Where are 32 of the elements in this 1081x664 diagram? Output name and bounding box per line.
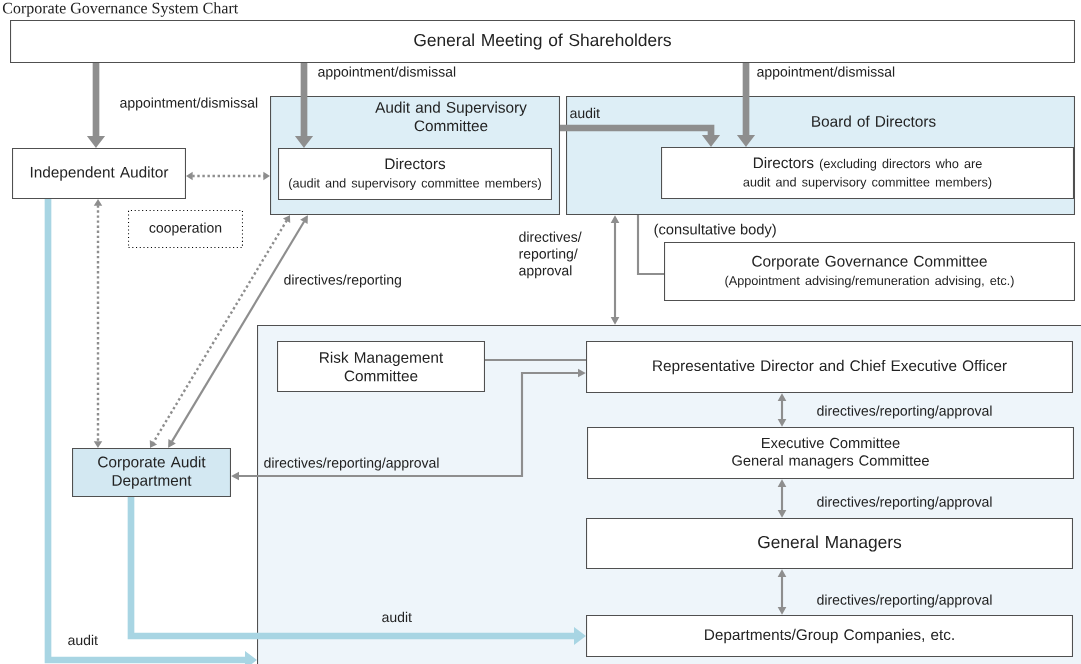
committee-box: Executive Committee General managers Committee (587, 427, 1074, 479)
edge-label: audit (570, 107, 600, 119)
edge-label: directives/reporting/approval (817, 405, 992, 419)
committee-box: Risk Management Committee (277, 341, 485, 392)
directors-box: Directors (excluding directors who are audit and supervisory committee members) (661, 147, 1074, 199)
managers-box: General Managers (586, 518, 1073, 569)
arrow (149, 215, 291, 448)
meeting-box: General Meeting of Shareholders (10, 20, 1075, 63)
edge-label: directives/reporting (284, 274, 401, 288)
cooperation-note: cooperation (128, 210, 243, 248)
chart-title: Corporate Governance System Chart (2, 2, 239, 17)
edge-label: audit (68, 634, 98, 646)
committee-box: Corporate Governance Committee (Appointment advising/remuneration advising, etc.) (664, 242, 1075, 301)
auditor-box: Independent Auditor (12, 148, 186, 199)
connector-line (636, 215, 664, 276)
edge-label: directives/ reporting/ approval (519, 231, 582, 279)
directors-box: Directors (audit and supervisory committee members) (278, 148, 552, 200)
beside-note: (consultative body) (654, 223, 776, 238)
edge-label: appointment/dismissal (757, 66, 895, 80)
arrow (93, 199, 103, 448)
arrow (168, 215, 308, 448)
edge-label: directives/reporting/approval (817, 594, 992, 608)
edge-label: directives/reporting/approval (817, 496, 992, 510)
officer-box: Representative Director and Chief Executive Officer (586, 341, 1073, 393)
edge-label: appointment/dismissal (318, 66, 456, 80)
connector-line (485, 358, 586, 362)
department-box: Corporate Audit Department (72, 448, 231, 497)
edge-label: directives/reporting/approval (264, 457, 439, 471)
edge-label: audit (382, 611, 412, 623)
edge-label: appointment/dismissal (120, 97, 258, 111)
arrow (186, 171, 270, 181)
departments-box: Departments/Group Companies, etc. (586, 615, 1073, 657)
